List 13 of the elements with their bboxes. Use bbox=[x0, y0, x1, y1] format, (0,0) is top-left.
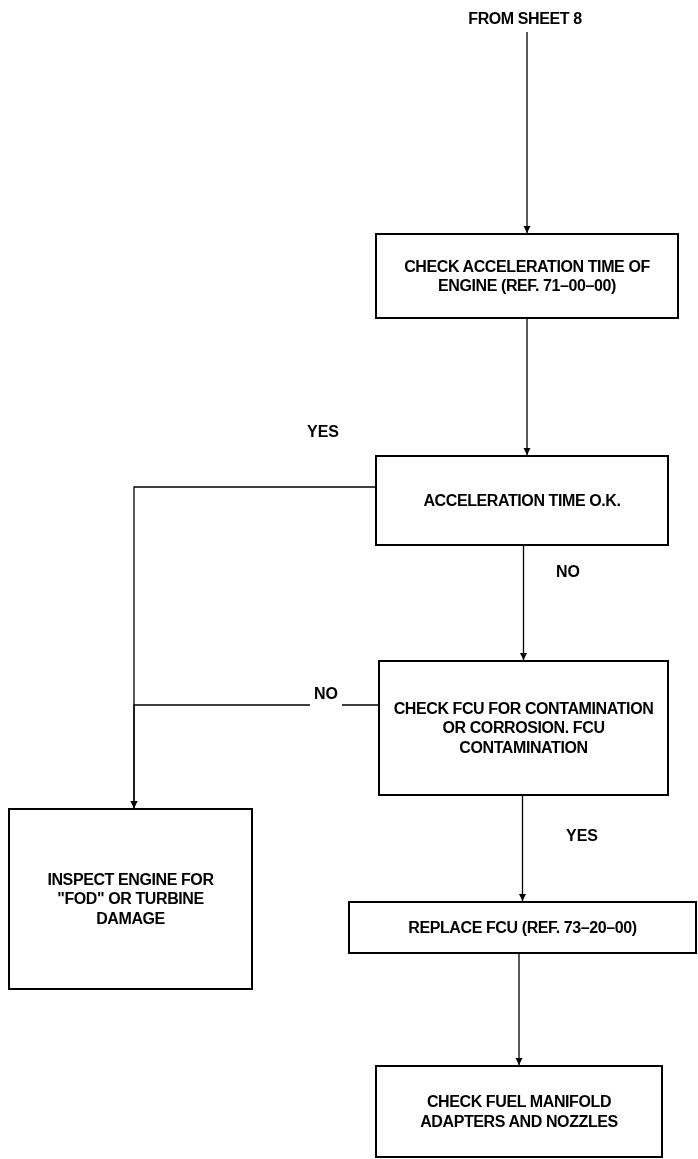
process-box: INSPECT ENGINE FOR "FOD" OR TURBINE DAMAGE bbox=[8, 808, 253, 990]
arrow bbox=[520, 545, 527, 661]
arrow bbox=[515, 953, 523, 1066]
arrow bbox=[523, 31, 531, 234]
arrow bbox=[519, 795, 526, 902]
process-box: CHECK FCU FOR CONTAMINATION OR CORROSION. FCU CONTAMINATION bbox=[378, 660, 669, 796]
process-box: CHECK FUEL MANIFOLD ADAPTERS AND NOZZLES bbox=[375, 1065, 663, 1158]
process-box: CHECK ACCELERATION TIME OF ENGINE (REF. 71–00–00) bbox=[375, 233, 679, 319]
sheet-reference: FROM SHEET 8 bbox=[440, 6, 610, 32]
arrow bbox=[523, 318, 531, 456]
process-box: REPLACE FCU (REF. 73–20–00) bbox=[348, 901, 697, 954]
process-box: ACCELERATION TIME O.K. bbox=[375, 455, 669, 546]
arrow bbox=[130, 704, 379, 809]
